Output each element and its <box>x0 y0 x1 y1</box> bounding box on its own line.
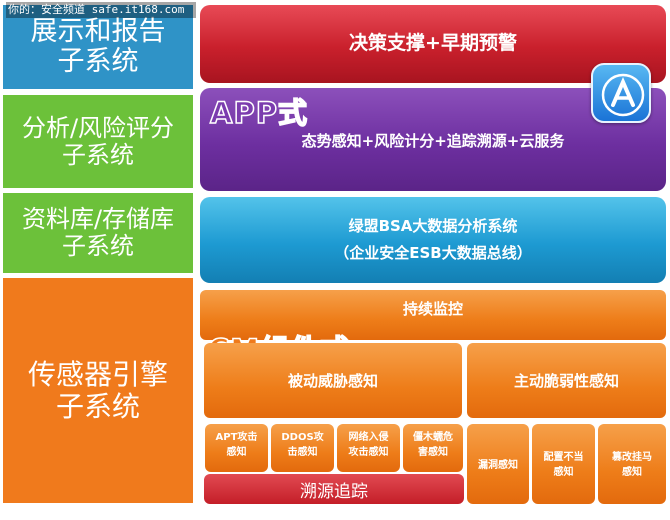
intrusion-sensor-box: 网络入侵 攻击感知 <box>337 424 400 472</box>
sensor-engine-subsystem: 传感器引擎 子系统 <box>3 278 193 503</box>
trojan-sensor-box: 僵木蠕危 害感知 <box>403 424 463 472</box>
passive-threat-box: 被动威胁感知 <box>204 343 462 418</box>
active-vuln-box: 主动脆弱性感知 <box>467 343 666 418</box>
continuous-monitoring-label: 持续监控 <box>402 299 463 318</box>
display-report-subsystem: 展示和报告 子系统 <box>3 5 193 89</box>
continuous-monitoring-box: 持续监控 <box>200 290 666 340</box>
trace-tracking-label: 溯源追踪 <box>300 481 368 502</box>
decision-support-box: 决策支撑+早期预警 <box>200 5 666 83</box>
bsa-title: 绿盟BSA大数据分析系统 <box>348 217 518 235</box>
tamper-sensor-box: 篡改挂马 感知 <box>598 424 666 504</box>
app-store-icon <box>591 63 651 123</box>
active-vuln-label: 主动脆弱性感知 <box>513 372 619 390</box>
apt-sensor-box: APT攻击 感知 <box>205 424 268 472</box>
bsa-subtitle: （企业安全ESB大数据总线） <box>334 244 532 262</box>
ddos-sensor-box: DDOS攻 击感知 <box>271 424 334 472</box>
decision-support-label: 决策支撑+早期预警 <box>349 31 517 54</box>
bsa-analysis-box: 绿盟BSA大数据分析系统 （企业安全ESB大数据总线） <box>200 197 666 283</box>
analysis-risk-subsystem: 分析/风险评分 子系统 <box>3 95 193 188</box>
app-layer-box <box>200 88 666 191</box>
vuln-sensor-box: 漏洞感知 <box>467 424 529 504</box>
misconfig-sensor-box: 配置不当 感知 <box>532 424 595 504</box>
watermark: 你的：安全频道 safe.it168.com <box>6 2 196 18</box>
app-services-label: 态势感知+风险计分+追踪溯源+云服务 <box>301 132 565 150</box>
data-storage-subsystem: 资料库/存储库 子系统 <box>3 193 193 273</box>
trace-tracking-box: 溯源追踪 <box>204 474 464 504</box>
app-store-glyph <box>601 73 645 117</box>
app-layer-title: APP式 <box>209 95 308 131</box>
passive-threat-label: 被动威胁感知 <box>287 372 378 390</box>
